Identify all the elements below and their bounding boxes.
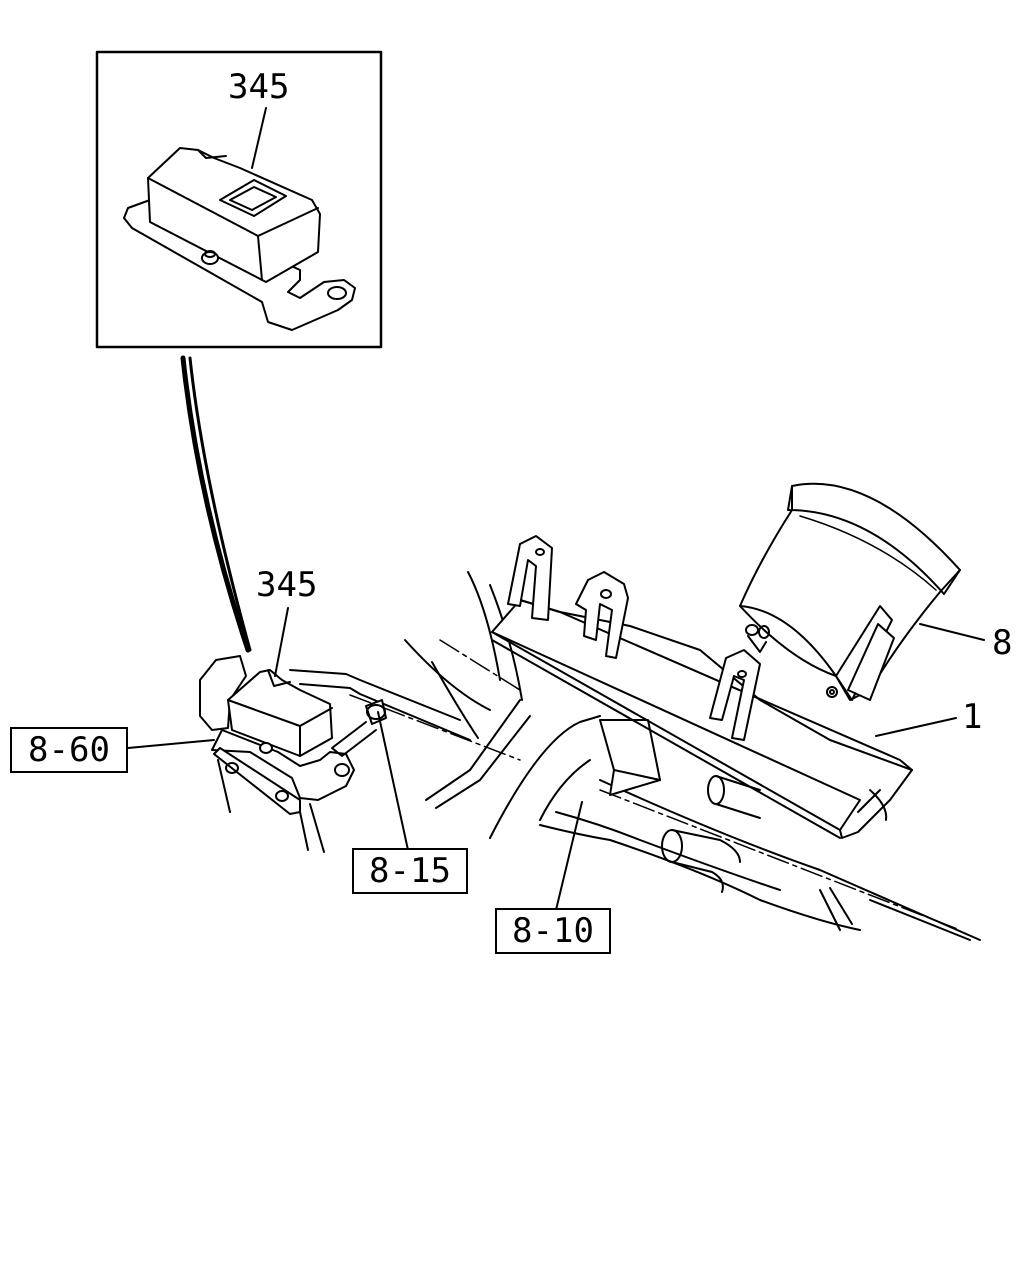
part-label-345-inset: 345 (228, 67, 290, 107)
ref-box-8-60[interactable]: 8-60 (10, 727, 128, 773)
dash-beam (491, 535, 913, 839)
part-label-345: 345 (256, 565, 318, 605)
inset-detail (95, 50, 383, 349)
part-label-1: 1 (962, 697, 983, 737)
sensor-assembly (199, 655, 471, 853)
ref-box-8-10[interactable]: 8-10 (495, 908, 611, 954)
ref-box-8-15[interactable]: 8-15 (352, 848, 468, 894)
leader-lines (127, 607, 985, 911)
gauge (739, 482, 961, 701)
detail-leader (180, 355, 251, 653)
vehicle-structure (349, 571, 981, 941)
part-label-8: 8 (992, 623, 1013, 663)
